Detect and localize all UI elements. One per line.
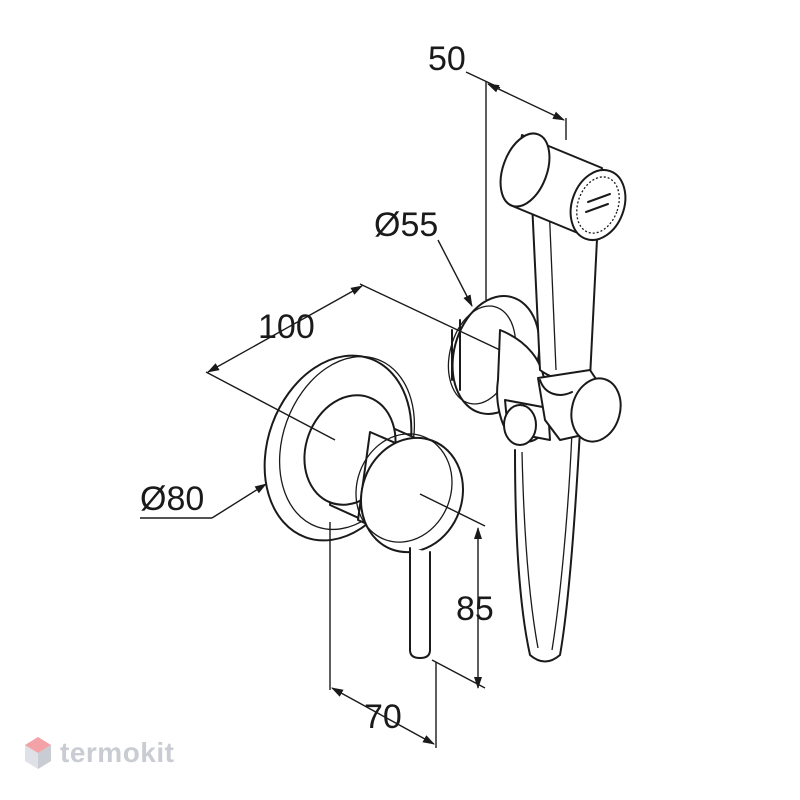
- dim-line-50: [487, 83, 565, 121]
- mixer-valve: [263, 354, 465, 659]
- dim-label-100: 100: [258, 308, 315, 346]
- watermark-logo: termokit: [24, 736, 174, 770]
- dim-line-d55: [437, 239, 473, 307]
- dim-line-d80: [211, 483, 267, 519]
- dimension-lines: [140, 71, 567, 748]
- dim-label-d55: Ø55: [374, 206, 438, 244]
- dim-label-85: 85: [456, 590, 494, 628]
- dim-label-50: 50: [428, 40, 466, 78]
- dim-line-70: [331, 687, 435, 745]
- dim-label-d80: Ø80: [140, 480, 204, 518]
- watermark-text: termokit: [60, 737, 175, 768]
- shower-hose: [514, 429, 581, 663]
- valve-lever: [409, 547, 431, 659]
- hexagon-cube-icon: [25, 737, 51, 769]
- holder-knob: [570, 377, 622, 443]
- dim-line-100: [207, 285, 363, 373]
- shower-trigger-icon: [585, 193, 611, 213]
- dim-label-70: 70: [364, 698, 402, 736]
- hand-shower-set: [447, 132, 627, 663]
